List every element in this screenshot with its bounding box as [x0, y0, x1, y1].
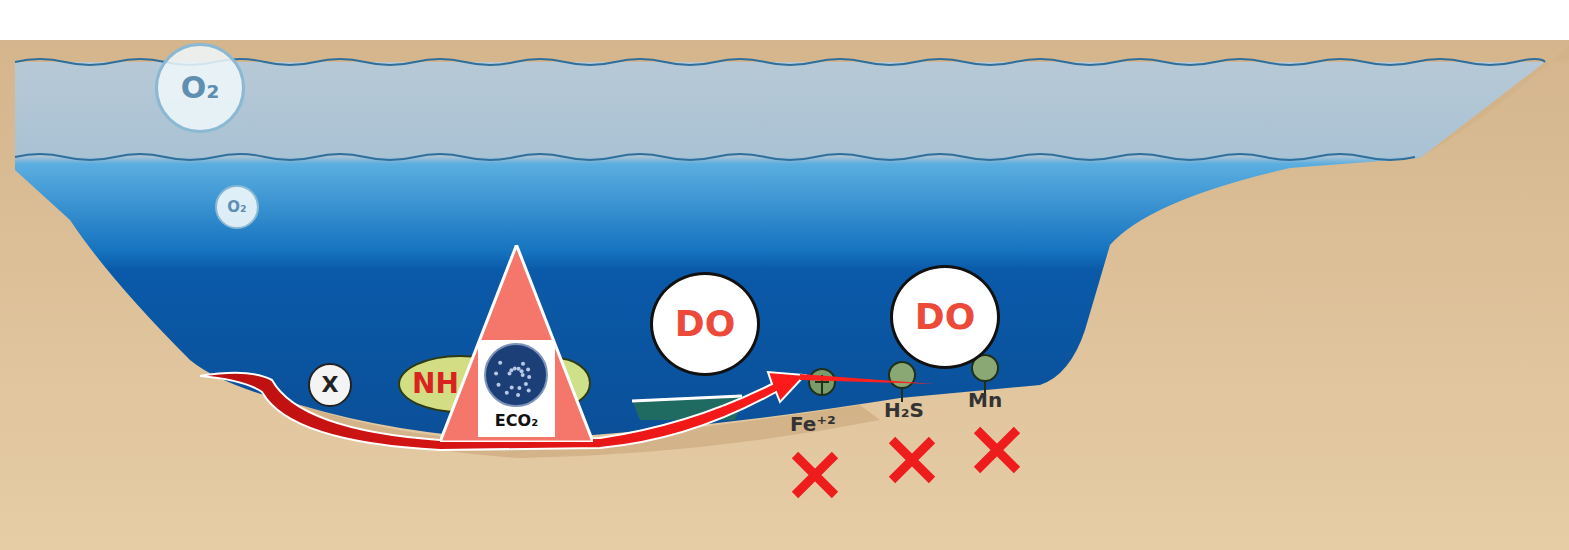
triangle-outline — [440, 245, 593, 442]
logo-dot — [527, 388, 531, 392]
cross-mark — [892, 440, 932, 480]
logo-dot — [510, 386, 514, 390]
iron-label: Fe⁺² — [790, 412, 836, 436]
manganese-label: Mn — [968, 388, 1002, 412]
logo-dot — [517, 386, 521, 390]
logo-dot — [517, 367, 521, 371]
bubble-text: DO — [675, 306, 736, 342]
bubble-text: O₂ — [227, 200, 246, 215]
logo-dot — [508, 372, 512, 376]
flow-arrow-tail — [800, 374, 935, 384]
eco2-triangle: ECO₂ — [440, 245, 593, 442]
logo-dot — [505, 391, 509, 395]
sulfide-icon — [889, 362, 915, 388]
cross-marks — [795, 430, 1017, 495]
logo-dot — [516, 393, 520, 397]
logo-globe — [485, 344, 547, 406]
logo-dot — [521, 373, 525, 377]
white-leader — [632, 396, 742, 401]
dissolved-oxygen-bubble: DO — [650, 272, 760, 376]
logo-dot — [521, 362, 525, 366]
cross-mark — [795, 455, 835, 495]
logo-dot — [526, 367, 530, 371]
logo-dot — [513, 366, 517, 370]
logo-dot — [498, 361, 502, 365]
hydrogen-sulfide-label: H₂S — [884, 398, 924, 422]
logo-dot — [527, 375, 531, 379]
cross-mark — [977, 430, 1017, 470]
bubble-text: DO — [915, 299, 976, 335]
sand-ground — [0, 40, 1569, 550]
logo-text: ECO₂ — [478, 411, 555, 431]
bubble-text: NH — [412, 370, 459, 398]
logo-box — [478, 340, 555, 437]
surface-wave — [15, 59, 1545, 65]
bubble-text: O₂ — [181, 73, 220, 103]
oxygen-bubble: O₂ — [215, 185, 259, 229]
logo-dot — [494, 371, 498, 375]
logo-dot — [524, 382, 528, 386]
dissolved-oxygen-bubble: DO — [890, 265, 1000, 369]
pollutant-bubble: X — [308, 363, 352, 407]
iron-icon — [809, 369, 835, 395]
logo-dot — [497, 383, 501, 387]
oxygen-bubble: O₂ — [155, 43, 245, 133]
bubble-text: X — [322, 374, 339, 396]
thermocline-wave — [15, 154, 1415, 160]
